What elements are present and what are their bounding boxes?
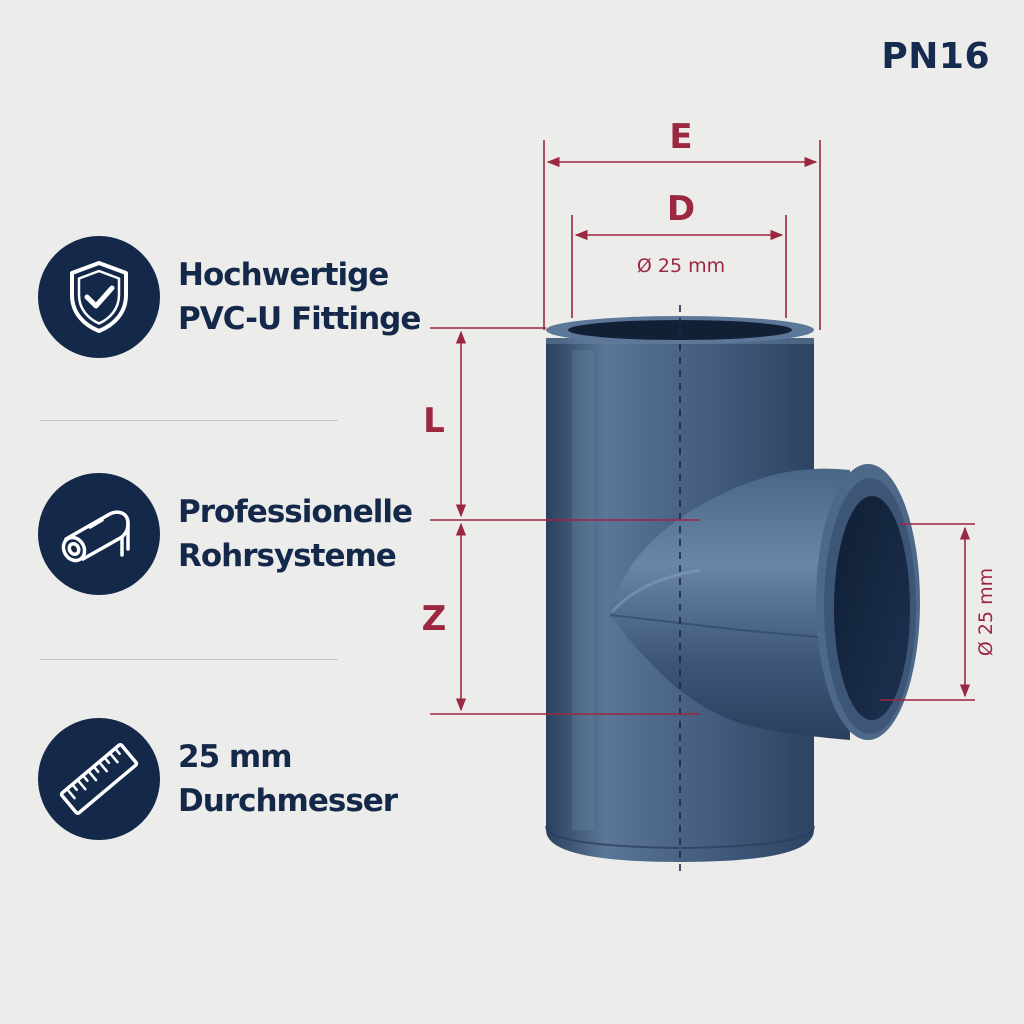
dimension-e-label: E — [669, 117, 692, 157]
dimension-z-label: Z — [422, 599, 447, 639]
pressure-rating-badge: PN16 — [881, 36, 990, 77]
feature-systems: Professionelle Rohrsysteme — [38, 473, 413, 595]
feature-diameter: 25 mm Durchmesser — [38, 718, 398, 840]
feature-title: Hochwertige — [178, 257, 389, 293]
ruler-icon — [59, 743, 139, 815]
feature-subtitle: PVC-U Fittinge — [178, 301, 421, 337]
feature-icon-circle — [38, 718, 160, 840]
feature-subtitle: Rohrsysteme — [178, 538, 397, 574]
feature-icon-circle — [38, 473, 160, 595]
pipe-icon — [61, 510, 130, 563]
dimension-d-label: D — [667, 189, 695, 229]
feature-title: Professionelle — [178, 494, 413, 530]
shield-check-icon — [70, 261, 128, 333]
side-diameter-label: Ø 25 mm — [975, 568, 997, 656]
feature-icon-circle — [38, 236, 160, 358]
divider — [40, 659, 338, 660]
divider — [40, 420, 338, 421]
top-diameter-label: Ø 25 mm — [637, 255, 725, 277]
feature-quality: Hochwertige PVC-U Fittinge — [38, 236, 421, 358]
feature-subtitle: Durchmesser — [178, 783, 398, 819]
feature-title: 25 mm — [178, 739, 293, 775]
dimension-l-label: L — [423, 401, 445, 441]
side-branch — [609, 464, 920, 740]
